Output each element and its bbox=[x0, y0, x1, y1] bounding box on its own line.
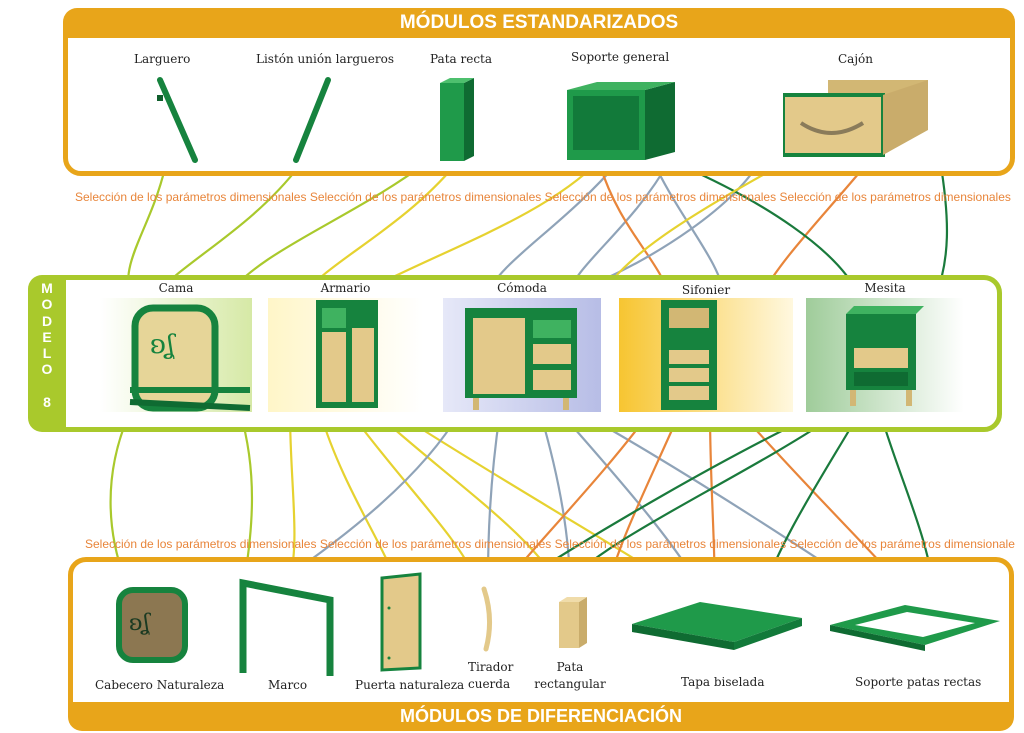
diff-label-tapa: Tapa biselada bbox=[681, 675, 765, 689]
differentiation-modules-title: MÓDULOS DE DIFERENCIACIÓN bbox=[68, 702, 1014, 731]
model-card-cama: ʚʆ bbox=[100, 298, 252, 412]
link-line bbox=[238, 411, 254, 579]
diff-label-pata-rectangular: Pata rectangular bbox=[534, 660, 606, 691]
diff-label-puerta: Puerta naturaleza bbox=[355, 678, 465, 692]
selection-label: Selección de los parámetros dimensionale… bbox=[309, 190, 542, 204]
diff-label-cabecero: Cabecero Naturaleza bbox=[95, 678, 225, 692]
link-line bbox=[486, 411, 502, 579]
marco-image bbox=[239, 578, 334, 676]
mesita-image bbox=[846, 306, 924, 406]
selection-label: Selección de los parámetros dimensionale… bbox=[779, 190, 1011, 204]
link-line bbox=[288, 411, 296, 579]
model-card-comoda bbox=[443, 298, 601, 412]
selection-label: Selección de los parámetros dimensionale… bbox=[789, 537, 1015, 551]
diff-label-tirador: Tirador cuerda bbox=[468, 660, 514, 691]
armario-image bbox=[316, 300, 378, 408]
link-line bbox=[318, 411, 397, 579]
selection-label: Selección de los parámetros dimensionale… bbox=[85, 537, 317, 551]
comoda-image bbox=[465, 308, 577, 410]
diff-label-marco: Marco bbox=[268, 678, 308, 692]
module-label-pata-recta: Pata recta bbox=[430, 52, 493, 66]
larguero-image bbox=[157, 77, 198, 163]
link-line bbox=[608, 411, 682, 581]
model-label-sifonier: Sifonier bbox=[681, 283, 731, 297]
model-label-cama: Cama bbox=[158, 281, 194, 295]
module-label-larguero: Larguero bbox=[134, 52, 191, 66]
tirador-cuerda-image bbox=[481, 586, 492, 652]
link-line bbox=[349, 411, 477, 579]
model-card-armario bbox=[268, 298, 423, 412]
svg-text:ʚʆ: ʚʆ bbox=[150, 330, 176, 360]
pata-recta-image bbox=[440, 78, 474, 161]
model-card-sifonier bbox=[619, 298, 793, 412]
model-label-armario: Armario bbox=[320, 281, 371, 295]
module-label-liston: Listón unión largueros bbox=[256, 52, 394, 66]
pata-rectangular-image bbox=[559, 597, 587, 648]
selection-label: Selección de los parámetros dimensionale… bbox=[319, 537, 552, 551]
soporte-general-image bbox=[567, 82, 675, 160]
selection-label: Selección de los parámetros dimensionale… bbox=[544, 190, 777, 204]
model-card-mesita bbox=[806, 298, 964, 412]
module-label-soporte-general: Soporte general bbox=[571, 50, 670, 64]
diff-label-soporte-patas: Soporte patas rectas bbox=[855, 675, 982, 689]
model-side-band bbox=[28, 275, 66, 432]
module-label-cajon: Cajón bbox=[838, 52, 874, 66]
svg-text:ʚʆ: ʚʆ bbox=[129, 611, 151, 636]
cajon-image bbox=[783, 80, 928, 157]
selection-row-top: Selección de los parámetros dimensionale… bbox=[75, 190, 1015, 204]
model-side-label: M O D E L O 8 bbox=[41, 280, 53, 411]
tapa-biselada-image bbox=[632, 602, 802, 650]
selection-label: Selección de los parámetros dimensionale… bbox=[554, 537, 787, 551]
liston-image bbox=[293, 77, 331, 163]
puerta-naturaleza-image bbox=[380, 572, 422, 672]
selection-label: Selección de los parámetros dimensionale… bbox=[75, 190, 307, 204]
selection-row-bottom: Selección de los parámetros dimensionale… bbox=[85, 537, 1015, 551]
cabecero-naturaleza-image: ʚʆ bbox=[116, 587, 188, 663]
sifonier-image bbox=[661, 300, 717, 410]
link-line bbox=[109, 411, 132, 581]
standard-modules-title: MÓDULOS ESTANDARIZADOS bbox=[63, 8, 1015, 38]
soporte-patas-rectas-image bbox=[830, 605, 1000, 651]
model-label-mesita: Mesita bbox=[864, 281, 906, 295]
model-label-comoda: Cómoda bbox=[497, 281, 547, 295]
cama-image: ʚʆ bbox=[129, 304, 251, 412]
